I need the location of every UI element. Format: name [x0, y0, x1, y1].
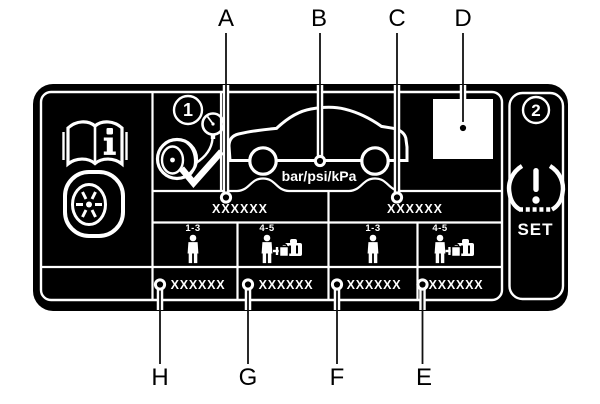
- front-axle-pressure-header: XXXXXX: [211, 202, 269, 216]
- callout-pin-e: [416, 278, 429, 291]
- pressure-value: XXXXXX: [258, 278, 314, 292]
- pressure-unit-label: bar/psi/kPa: [281, 168, 357, 184]
- callout-pin-g: [241, 278, 255, 291]
- callout-pin-a: [219, 191, 233, 204]
- pressure-value: XXXXXX: [346, 278, 402, 292]
- pressure-value: XXXXXX: [170, 278, 226, 292]
- rear-axle-pressure-header: XXXXXX: [386, 202, 444, 216]
- load-label: 4-5: [432, 223, 448, 234]
- callout-pin-b: [313, 154, 327, 168]
- rear-wheel-icon: [360, 146, 390, 176]
- step-2-badge: [521, 95, 551, 125]
- callout-letter-e: E: [415, 364, 433, 391]
- load-label: 4-5: [259, 223, 275, 234]
- table-grid-lines: [41, 92, 501, 300]
- callout-pins: [153, 121, 470, 291]
- tpms-warning-icon: [506, 164, 566, 212]
- main-panel-outline: [39, 90, 504, 302]
- pressure-value: XXXXXX: [428, 278, 484, 292]
- callout-pin-f: [330, 278, 344, 291]
- gauge-hose: [195, 138, 214, 165]
- step-1-number: 1: [182, 100, 194, 120]
- callout-letter-c: C: [388, 5, 406, 32]
- check-icon: [178, 149, 224, 188]
- callout-letter-g: G: [238, 364, 258, 391]
- step-2-number: 2: [531, 101, 541, 120]
- owners-manual-icon: [62, 120, 128, 168]
- callout-letter-d: D: [454, 5, 472, 32]
- tpms-set-label: SET: [517, 220, 554, 239]
- load-label: 1-3: [365, 223, 381, 234]
- callout-letter-b: B: [310, 5, 328, 32]
- callout-letter-h: H: [151, 364, 169, 391]
- load-label: 1-3: [185, 223, 201, 234]
- callout-pin-c: [390, 191, 404, 204]
- callout-letter-f: F: [329, 364, 345, 391]
- callout-letter-a: A: [217, 5, 235, 32]
- callout-pin-h: [153, 278, 167, 291]
- table-top-border-with-axle-braces: [152, 177, 501, 193]
- info-glyph: [103, 128, 116, 155]
- front-wheel-icon: [248, 146, 278, 176]
- callout-lines: [159, 33, 464, 364]
- tire-icon: [63, 170, 125, 238]
- callout-pin-d: [456, 121, 470, 135]
- step-1-badge: [172, 94, 204, 126]
